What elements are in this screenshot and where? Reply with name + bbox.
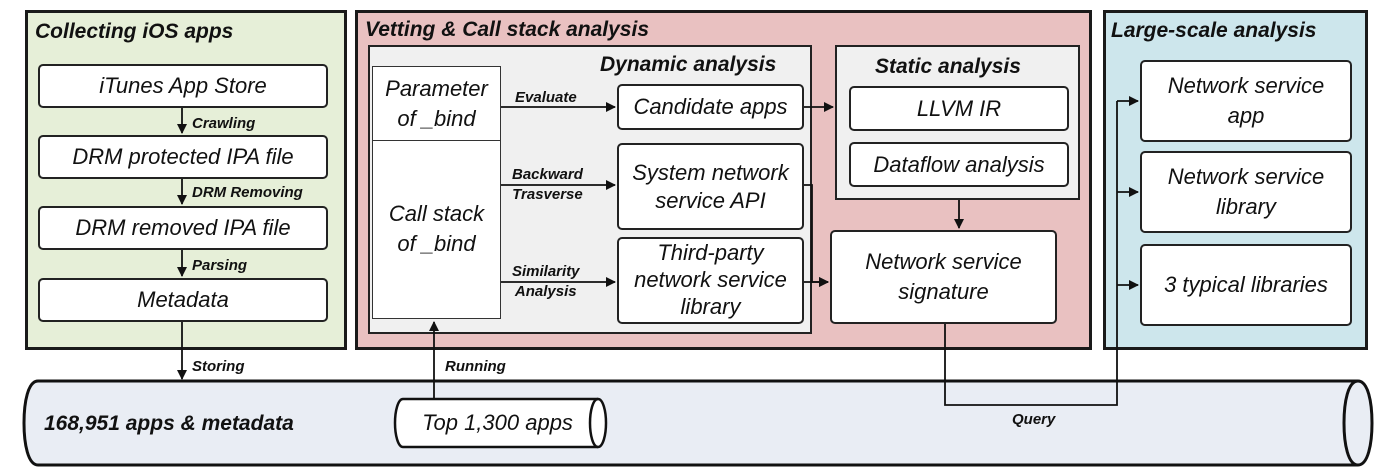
top-apps-label: Top 1,300 apps <box>422 410 573 436</box>
system-network-api-box: System network service API <box>617 143 804 230</box>
collecting-title: Collecting iOS apps <box>35 20 234 43</box>
network-service-app-box: Network service app <box>1140 60 1352 142</box>
dataflow-analysis-box: Dataflow analysis <box>849 142 1069 187</box>
evaluate-label: Evaluate <box>515 89 577 106</box>
candidate-apps-box: Candidate apps <box>617 84 804 130</box>
network-service-library-box: Network service library <box>1140 151 1352 233</box>
similarity-analysis-label: Similarity Analysis <box>512 263 580 300</box>
network-service-signature-box: Network service signature <box>830 230 1057 324</box>
third-party-library-box: Third-party network service library <box>617 237 804 324</box>
database-label: 168,951 apps & metadata <box>44 412 294 435</box>
bind-divider <box>372 140 501 141</box>
vetting-title: Vetting & Call stack analysis <box>365 18 650 41</box>
storing-label: Storing <box>192 358 245 375</box>
static-analysis-title: Static analysis <box>875 55 1021 78</box>
drm-removing-label: DRM Removing <box>192 184 303 201</box>
metadata-box: Metadata <box>38 278 328 322</box>
drm-removed-box: DRM removed IPA file <box>38 206 328 250</box>
drm-protected-box: DRM protected IPA file <box>38 135 328 179</box>
llvm-ir-box: LLVM IR <box>849 86 1069 131</box>
large-scale-title: Large-scale analysis <box>1111 19 1317 42</box>
itunes-app-store-box: iTunes App Store <box>38 64 328 108</box>
call-stack-of-bind: Call stack of _bind <box>373 141 500 317</box>
dynamic-analysis-title: Dynamic analysis <box>600 53 777 76</box>
typical-libraries-box: 3 typical libraries <box>1140 244 1352 326</box>
parsing-label: Parsing <box>192 257 248 274</box>
parameter-of-bind: Parameter of _bind <box>373 68 500 140</box>
crawling-label: Crawling <box>192 115 256 132</box>
backward-traverse-label: Backward Trasverse <box>512 166 583 203</box>
running-label: Running <box>445 358 506 375</box>
query-label: Query <box>1012 411 1056 428</box>
